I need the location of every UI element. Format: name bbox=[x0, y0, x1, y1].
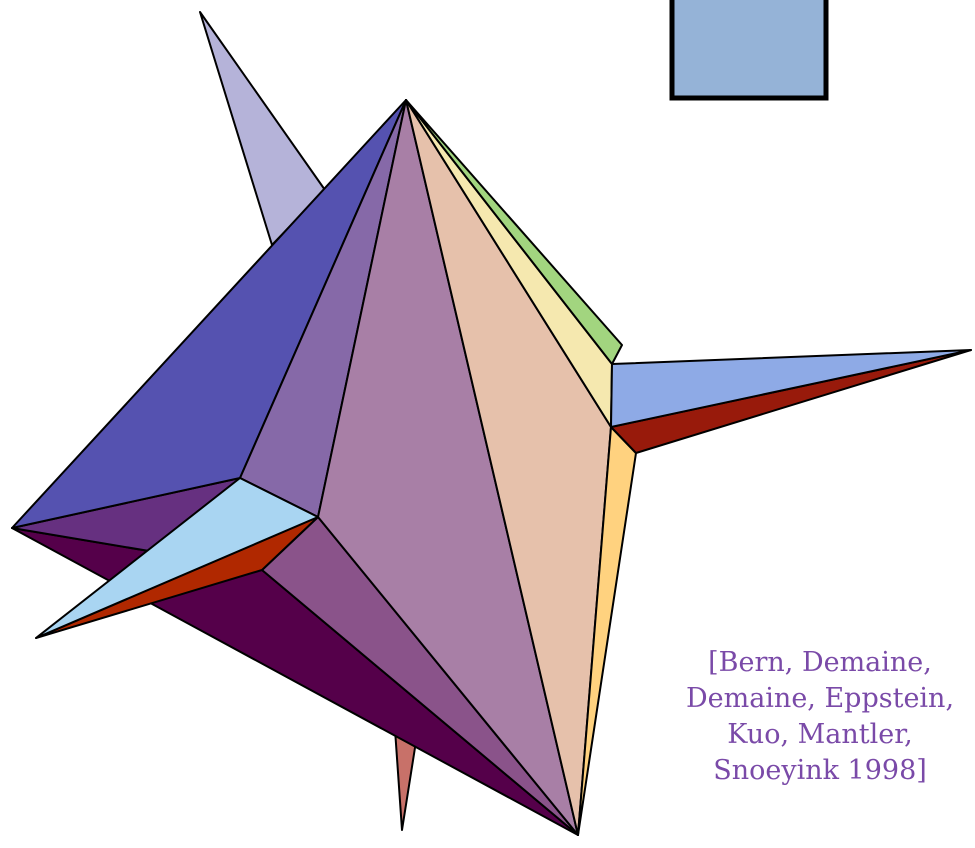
citation-line-3: Kuo, Mantler, bbox=[727, 719, 913, 750]
citation-line-2: Demaine, Eppstein, bbox=[685, 683, 955, 714]
face-green bbox=[405, 99, 623, 365]
blue-square bbox=[669, 0, 829, 101]
right-spike-blue bbox=[610, 349, 972, 428]
citation-line-1: [Bern, Demaine, bbox=[708, 647, 932, 678]
citation-line-4: Snoeyink 1998] bbox=[713, 755, 927, 786]
citation: [Bern, Demaine, Demaine, Eppstein, Kuo, … bbox=[640, 645, 975, 789]
left-spike-light bbox=[35, 477, 319, 639]
